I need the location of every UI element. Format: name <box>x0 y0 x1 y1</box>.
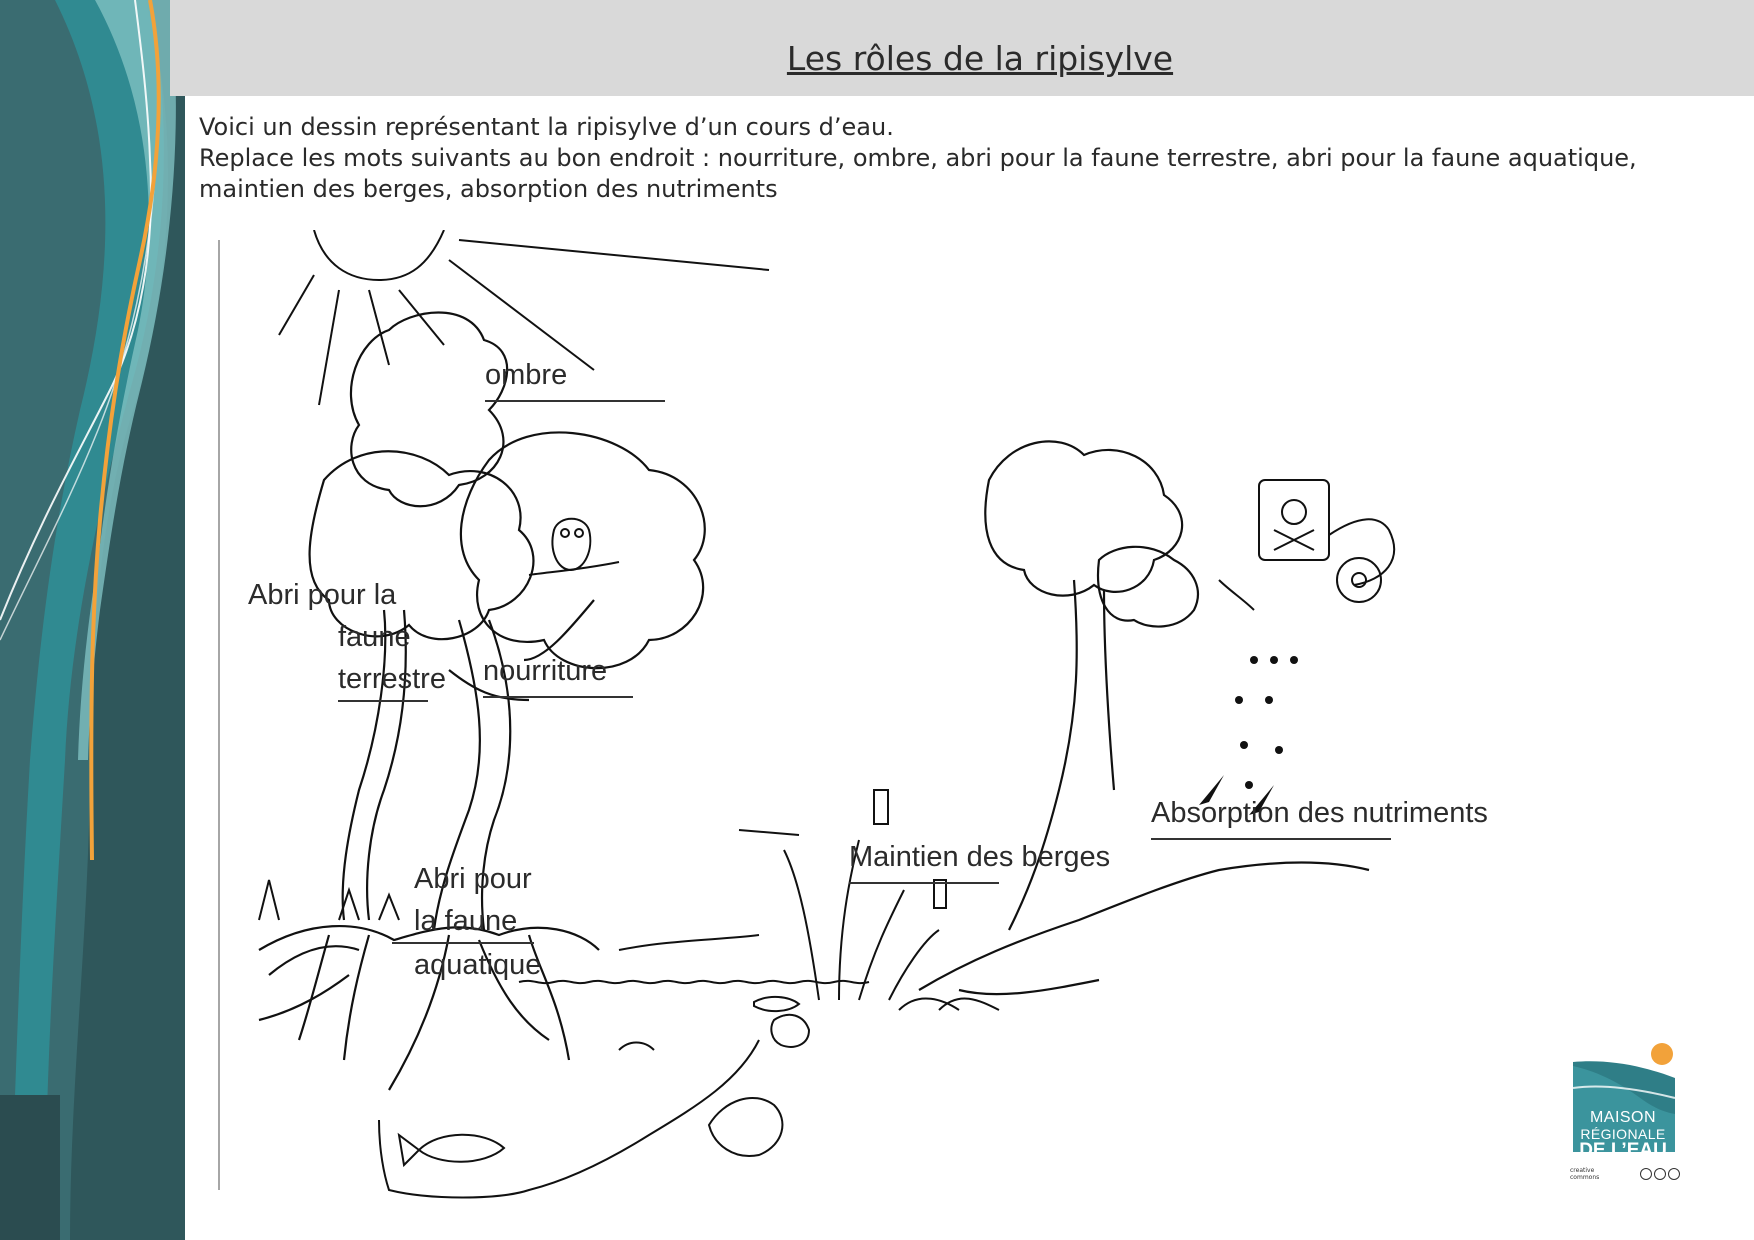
fish-icon <box>397 996 801 1168</box>
label-maintien-berges: Maintien des berges <box>849 836 1110 885</box>
logo-text-line-1: MAISON <box>1589 1109 1657 1126</box>
reeds <box>738 789 947 1001</box>
left-trees <box>258 311 706 1091</box>
creative-commons-text: creative commons <box>1570 1167 1600 1181</box>
page-title: Les rôles de la ripisylve <box>786 39 1174 78</box>
label-ombre: ombre <box>485 354 665 403</box>
drops <box>1199 656 1298 815</box>
creative-commons-icons <box>1640 1168 1680 1180</box>
logo-text-line-2: RÉGIONALE <box>1580 1125 1666 1142</box>
maison-regionale-de-l-eau-logo <box>1565 1040 1685 1180</box>
left-band-graphic <box>0 0 185 1240</box>
cc-icon-2 <box>1654 1168 1666 1180</box>
decorative-left-band <box>0 0 185 1240</box>
label-absorption-nutriments: Absorption des nutriments <box>1151 792 1488 841</box>
cc-icon-1 <box>1640 1168 1652 1180</box>
label-abri-terrestre: Abri pour la faune terrestre <box>248 574 458 703</box>
creative-commons-badge: creative commons <box>1570 1166 1680 1182</box>
header-band <box>170 0 1754 96</box>
cc-icon-3 <box>1668 1168 1680 1180</box>
label-abri-terrestre-line-1: Abri pour la <box>248 579 397 611</box>
skull-icon <box>1218 479 1395 611</box>
logo-text-line-3: DE L’EAU <box>1579 1140 1667 1162</box>
label-abri-aquatique: Abri pour la faune aquatique <box>392 858 652 986</box>
instructions-line-2: Replace les mots suivants au bon endroit… <box>199 144 1637 203</box>
label-abri-aquatique-line-2: aquatique <box>414 949 542 982</box>
logo-text: MAISON RÉGIONALE DE L’EAU <box>1567 1109 1679 1162</box>
label-abri-aquatique-line-1: Abri pour la faune <box>392 858 534 945</box>
sun-icon <box>278 230 770 406</box>
label-nourriture: nourriture <box>483 650 633 699</box>
logo-graphic <box>1572 1043 1676 1152</box>
owl-icon <box>528 517 620 576</box>
grass-and-stones <box>258 879 1000 1011</box>
right-trees <box>918 440 1370 996</box>
label-abri-terrestre-line-2: faune terrestre <box>338 616 446 703</box>
instructions: Voici un dessin représentant la ripisylv… <box>199 112 1719 205</box>
ripisylve-drawing <box>218 230 1395 1199</box>
instructions-line-1: Voici un dessin représentant la ripisylv… <box>199 113 894 141</box>
water-scene <box>378 979 870 1199</box>
